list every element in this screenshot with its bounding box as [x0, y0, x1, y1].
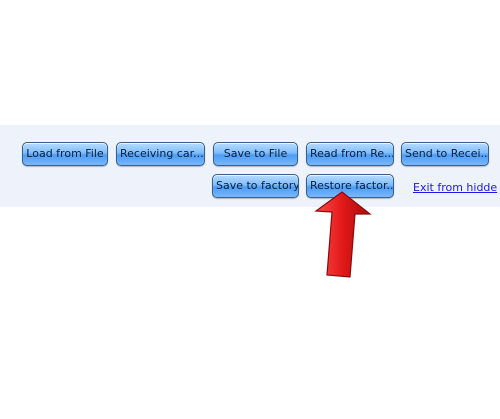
send-to-receiver-button[interactable]: Send to Recei...	[401, 142, 489, 166]
exit-hidden-link[interactable]: Exit from hidde	[413, 181, 498, 194]
receiving-card-button[interactable]: Receiving car...	[116, 142, 205, 166]
read-from-receiver-button[interactable]: Read from Re...	[306, 142, 394, 166]
restore-factory-button[interactable]: Restore factor...	[306, 174, 394, 198]
save-to-factory-button[interactable]: Save to factory...	[212, 174, 299, 198]
red-arrow-icon	[314, 191, 372, 278]
load-from-file-button[interactable]: Load from File	[22, 142, 108, 166]
save-to-file-button[interactable]: Save to File	[213, 142, 298, 166]
